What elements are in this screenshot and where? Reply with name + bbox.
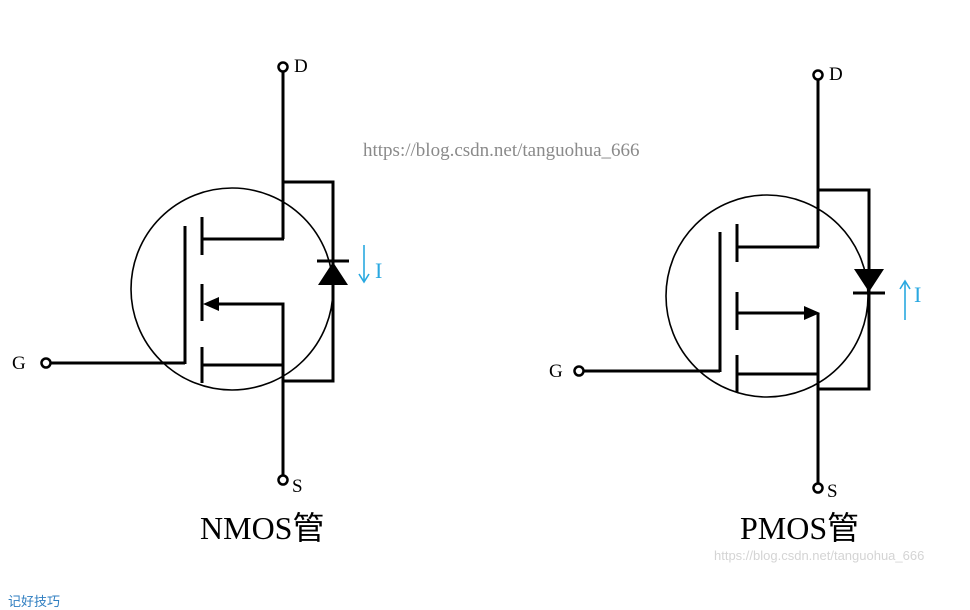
nmos-gate-label: G <box>12 353 26 374</box>
nmos-caption: NMOS管 <box>200 510 324 546</box>
pmos-diode <box>853 269 885 295</box>
pmos-gate-terminal <box>573 365 585 377</box>
nmos-body-arrow <box>203 297 219 311</box>
nmos-drain-terminal <box>277 61 289 73</box>
nmos-symbol <box>50 69 335 477</box>
pmos-drain-label: D <box>829 64 843 85</box>
nmos-gate-terminal <box>40 357 52 369</box>
nmos-drain-label: D <box>294 56 308 77</box>
nmos-current-arrow-icon <box>358 245 370 284</box>
footer-link[interactable]: 记好技巧 <box>8 595 61 610</box>
pmos-source-terminal <box>812 482 824 494</box>
pmos-body-circle <box>665 194 869 398</box>
center-watermark: https://blog.csdn.net/tanguohua_666 <box>363 140 640 161</box>
nmos-source-label: S <box>292 476 303 497</box>
nmos-diode <box>317 259 349 285</box>
pmos-diode-wire <box>818 188 871 391</box>
pmos-gate-label: G <box>549 361 563 382</box>
nmos-source-terminal <box>277 474 289 486</box>
pmos-current-label: I <box>914 282 921 307</box>
corner-watermark: https://blog.csdn.net/tanguohua_666 <box>714 548 924 563</box>
pmos-caption: PMOS管 <box>740 510 859 546</box>
nmos-body-wire <box>216 302 285 365</box>
nmos-body-circle <box>130 187 334 391</box>
pmos-source-label: S <box>827 481 838 502</box>
pmos-drain-terminal <box>812 69 824 81</box>
pmos-body-arrow <box>804 306 820 320</box>
pmos-current-arrow-icon <box>899 279 911 320</box>
nmos-current-label: I <box>375 258 382 283</box>
